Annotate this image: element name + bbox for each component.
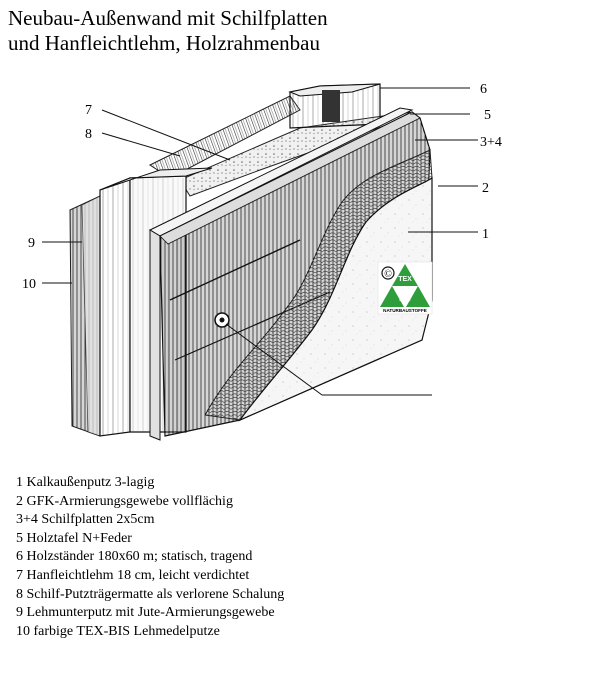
legend-item: 2 GFK-Armierungsgewebe vollflächig [16, 493, 233, 509]
callout-10: 10 [22, 277, 36, 292]
legend-list: 1 Kalkaußenputz 3-lagig 2 GFK-Armierungs… [16, 474, 576, 641]
legend-item: 5 Holztafel N+Feder [16, 530, 132, 546]
callout-3-4: 3+4 [480, 135, 502, 150]
badge-text-top: TEX [398, 276, 412, 283]
legend-item: 3+4 Schilfplatten 2x5cm [16, 512, 155, 528]
callout-5: 5 [484, 108, 491, 123]
callout-2: 2 [482, 181, 489, 196]
legend-item: 6 Holzständer 180x60 m; statisch, tragen… [16, 549, 253, 565]
legend-item: 10 farbige TEX-BIS Lehmedelputze [16, 623, 220, 639]
legend-item: 9 Lehmunterputz mit Jute-Armierungsgeweb… [16, 605, 275, 621]
callout-6: 6 [480, 82, 487, 97]
legend-item: 1 Kalkaußenputz 3-lagig [16, 475, 155, 490]
diagram-title: Neubau-Außenwand mit Schilfplatten und H… [8, 6, 428, 56]
callout-9: 9 [28, 236, 35, 251]
badge-caption: NATURBAUSTOFFE [383, 308, 427, 313]
timber-post-left-side [99, 177, 131, 437]
timber-post-left-top [99, 167, 213, 191]
badge-text-bottom: BIS [399, 296, 411, 303]
callout-8: 8 [85, 127, 92, 142]
callout-7: 7 [85, 103, 92, 118]
lime-exterior-plaster [238, 176, 433, 422]
copyright-mark: © [384, 269, 392, 280]
callout-1: 1 [482, 227, 489, 242]
legend-item: 8 Schilf-Putzträgermatte als verlorene S… [16, 586, 285, 602]
title-line-2: und Hanfleichtlehm, Holzrahmenbau [8, 31, 320, 55]
wall-section-drawing: © TEX BIS NATURBAUSTOFFE 6 5 3+4 2 1 7 8… [22, 82, 502, 441]
tex-bis-logo: © TEX BIS NATURBAUSTOFFE [377, 261, 433, 315]
title-line-1: Neubau-Außenwand mit Schilfplatten [8, 6, 328, 30]
leader-lines [42, 87, 478, 396]
legend-item: 7 Hanfleichtlehm 18 cm, leicht verdichte… [16, 567, 250, 583]
